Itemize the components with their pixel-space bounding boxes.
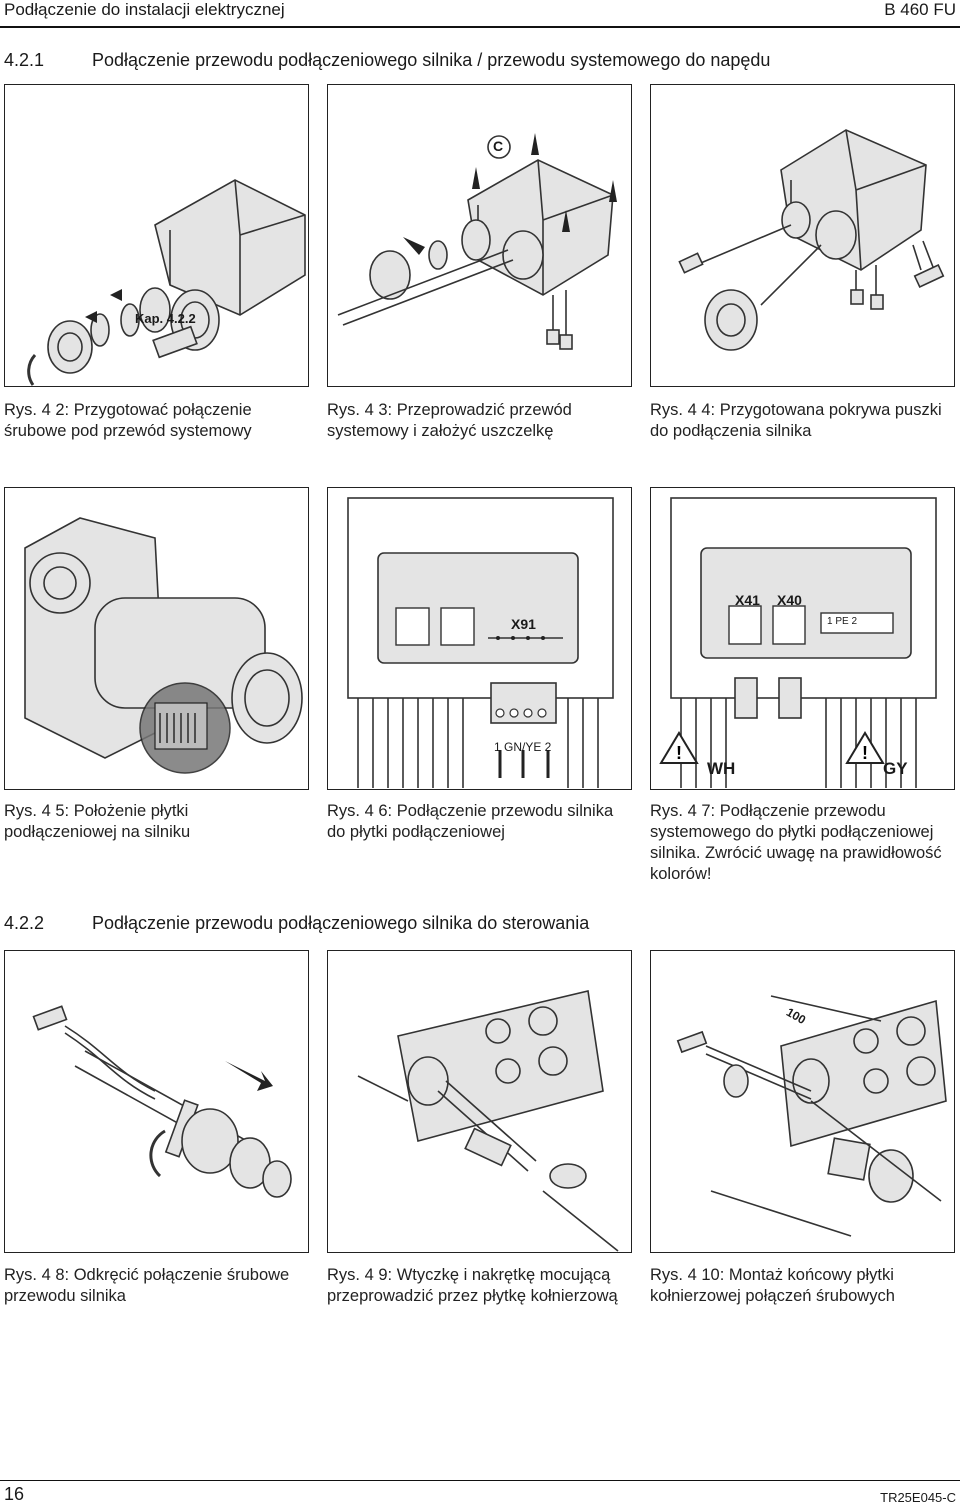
caption-4-9: Rys. 4 9: Wtyczkę i nakrętkę mocującą pr… — [327, 1266, 618, 1305]
motor-cover-illustration — [678, 129, 945, 351]
figure-4-10: 100 — [650, 950, 955, 1253]
cable-gland-illustration — [27, 179, 306, 386]
plug-through-flange-illustration — [357, 990, 619, 1252]
section-number: 4.2.1 — [4, 50, 45, 70]
footer-rule — [0, 1480, 960, 1481]
document-code: TR25E045-C — [880, 1490, 956, 1505]
figure-4-6: X91 1 GN/YE 2 — [327, 487, 632, 790]
chapter-reference: Kap. 4.2.2 — [135, 311, 196, 326]
svg-text:!: ! — [862, 743, 868, 763]
terminal-label: 1 PE 2 — [827, 616, 858, 627]
running-header-left: Podłączenie do instalacji elektrycznej — [4, 0, 285, 19]
connector-label-x41: X41 — [735, 592, 760, 608]
figure-4-8 — [4, 950, 309, 1253]
figure-4-9 — [327, 950, 632, 1253]
connector-label-x40: X40 — [777, 592, 802, 608]
header-rule — [0, 26, 960, 28]
caption-4-4: Rys. 4 4: Przygotowana pokrywa puszki do… — [650, 401, 942, 440]
caption-4-3: Rys. 4 3: Przeprowadzić przewód systemow… — [327, 401, 572, 440]
caption-4-10: Rys. 4 10: Montaż końcowy płytki kołnier… — [650, 1266, 895, 1305]
page-number: 16 — [4, 1484, 25, 1504]
system-cable-terminal-illustration: ! ! — [659, 497, 937, 788]
section-title: Podłączenie przewodu podłączeniowego sil… — [92, 913, 590, 933]
svg-text:!: ! — [676, 743, 682, 763]
figure-4-5 — [4, 487, 309, 790]
section-title: Podłączenie przewodu podłączeniowego sil… — [92, 50, 771, 70]
wire-color-gy: GY — [883, 759, 908, 778]
connector-label-x91: X91 — [511, 616, 536, 632]
detail-mark: C — [493, 138, 504, 154]
caption-4-6: Rys. 4 6: Podłączenie przewodu silnika d… — [327, 802, 614, 841]
caption-4-8: Rys. 4 8: Odkręcić połączenie śrubowe pr… — [4, 1266, 290, 1305]
figure-4-3: C — [327, 84, 632, 387]
wire-color-wh: WH — [707, 759, 736, 778]
figure-4-4 — [650, 84, 955, 387]
figure-4-2: Kap. 4.2.2 — [4, 84, 309, 387]
flange-final-assembly-illustration — [676, 995, 947, 1237]
caption-4-2: Rys. 4 2: Przygotować połączenie śrubowe… — [4, 401, 252, 440]
section-heading-4-2-2: 4.2.2 Podłączenie przewodu podłączenioweg… — [4, 913, 589, 934]
caption-4-7: Rys. 4 7: Podłączenie przewodu systemowe… — [650, 802, 942, 883]
section-heading-4-2-1: 4.2.1 Podłączenie przewodu podłączenioweg… — [4, 50, 770, 71]
motor-cable-terminal-illustration — [347, 497, 614, 788]
cable-routing-illustration — [337, 133, 617, 350]
running-header-right: B 460 FU — [884, 0, 956, 19]
motor-terminal-location-illustration — [24, 517, 303, 774]
terminal-label: 1 GN/YE 2 — [494, 740, 552, 754]
figure-4-7: ! ! X41 X40 1 PE 2 WH GY — [650, 487, 955, 790]
caption-4-5: Rys. 4 5: Położenie płytki podłączeniowe… — [4, 802, 191, 841]
section-number: 4.2.2 — [4, 913, 45, 933]
unscrew-gland-illustration — [32, 1005, 292, 1198]
